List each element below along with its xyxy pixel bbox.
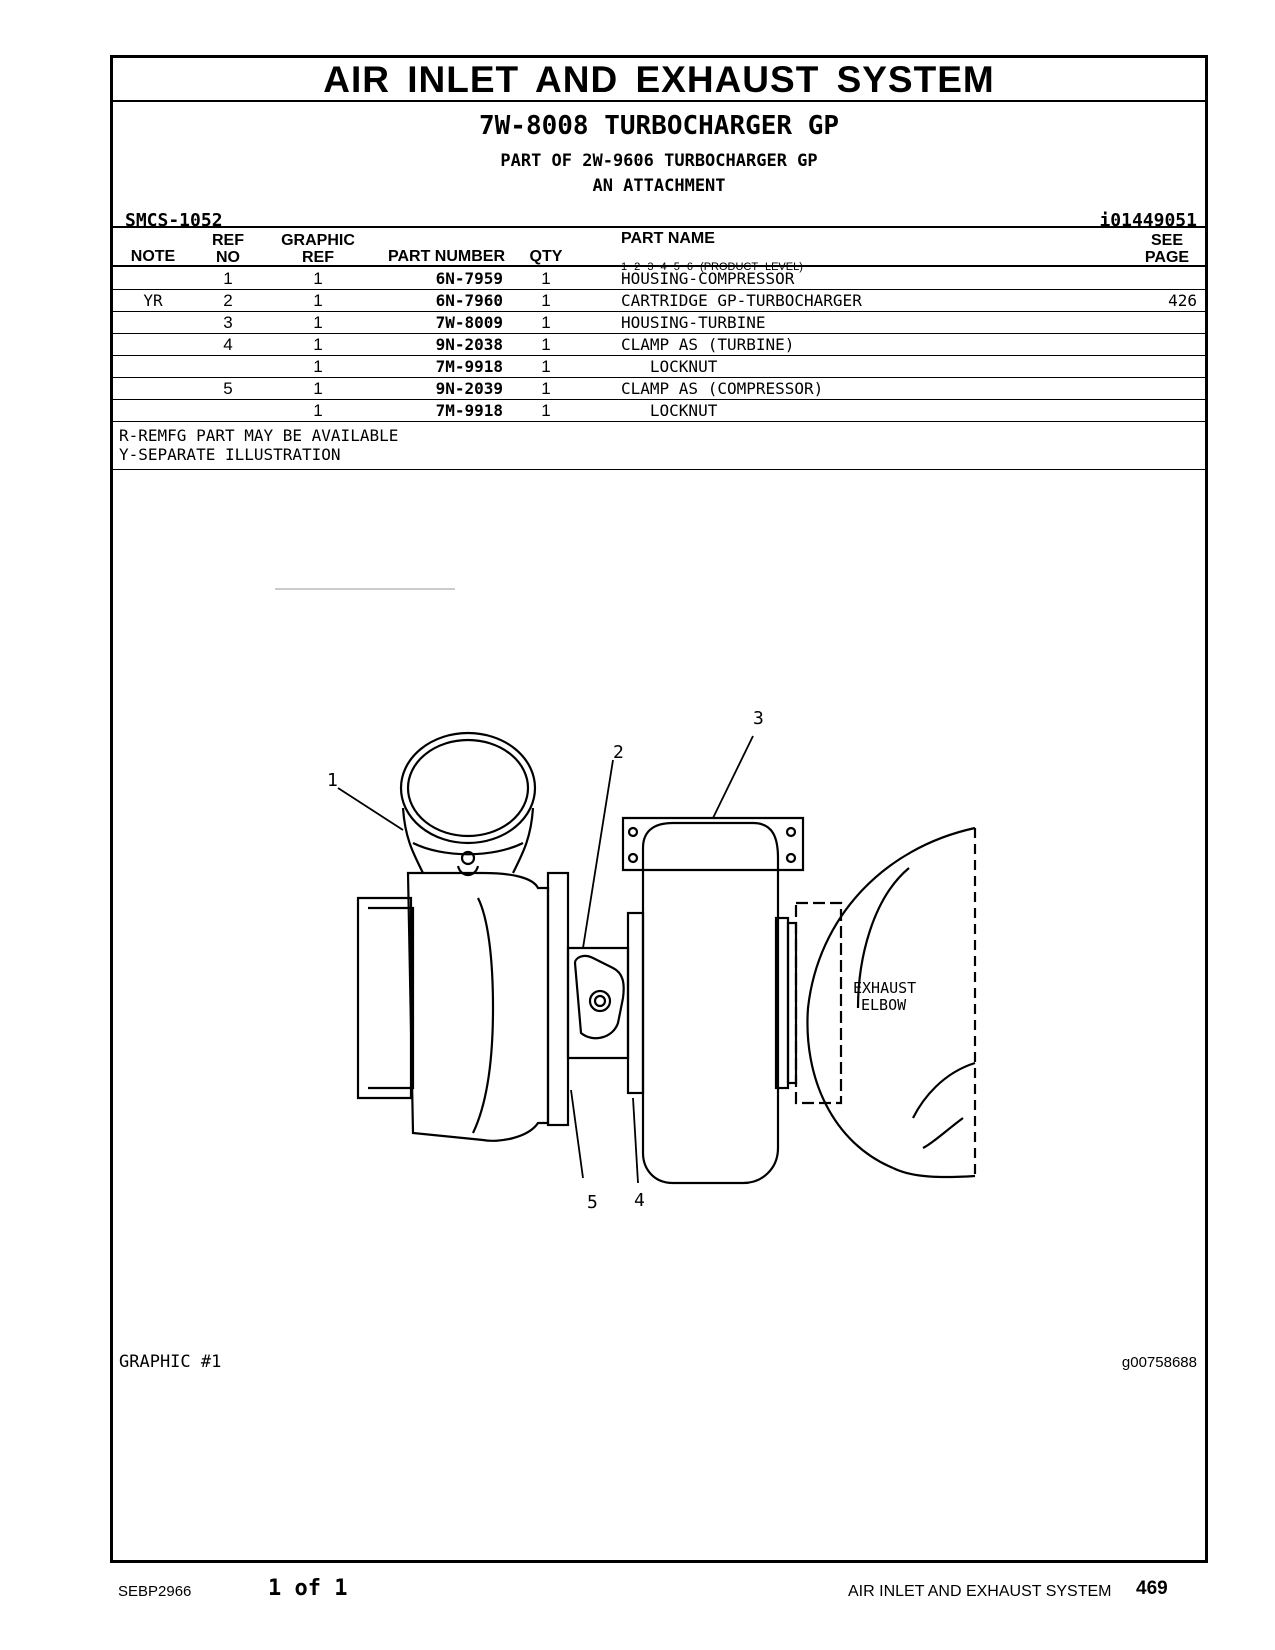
row-part-name: CARTRIDGE GP-TURBOCHARGER (621, 291, 862, 310)
col-qty: QTY (529, 248, 563, 265)
row-part-number: 6N-7959 (435, 269, 503, 288)
row-part-name: LOCKNUT (621, 401, 718, 420)
row-part-number: 6N-7960 (435, 291, 503, 310)
row-graphic-ref: 1 (313, 379, 323, 398)
footer-page-number: 469 (1136, 1578, 1168, 1599)
product-level: 1 2 3 4 5 6 (PRODUCT LEVEL) (621, 261, 803, 273)
row-qty: 1 (541, 313, 551, 332)
table-row: 4 1 9N-2038 1 CLAMP AS (TURBINE) (113, 333, 1205, 356)
compressor-housing (356, 871, 570, 1142)
row-graphic-ref: 1 (313, 357, 323, 376)
center-cartridge (566, 946, 630, 1060)
note-separate: Y-SEPARATE ILLUSTRATION (119, 445, 341, 464)
row-graphic-ref: 1 (313, 291, 323, 310)
row-qty: 1 (541, 291, 551, 310)
row-qty: 1 (541, 379, 551, 398)
row-part-number: 7M-9918 (435, 401, 503, 420)
row-graphic-ref: 1 (313, 313, 323, 332)
row-part-name: CLAMP AS (TURBINE) (621, 335, 795, 354)
row-part-number: 7M-9918 (435, 357, 503, 376)
row-graphic-ref: 1 (313, 335, 323, 354)
row-ref-no: 4 (223, 335, 233, 354)
section-title: AIR INLET AND EXHAUST SYSTEM (113, 58, 1205, 102)
row-see-page: 426 (1168, 291, 1197, 310)
callout-1: 1 (327, 770, 338, 791)
graphic-label: GRAPHIC #1 (119, 1352, 222, 1372)
footer-page-of: 1 of 1 (268, 1576, 348, 1601)
table-notes: R-REMFG PART MAY BE AVAILABLE Y-SEPARATE… (119, 426, 398, 464)
row-qty: 1 (541, 401, 551, 420)
turbine-outlet (774, 901, 843, 1105)
turbine-housing (621, 816, 805, 1185)
row-ref-no: 2 (223, 291, 233, 310)
graphic-id: g00758688 (1121, 1354, 1197, 1371)
row-note: YR (143, 291, 163, 310)
notes-rule (113, 469, 1205, 470)
table-row: 1 1 6N-7959 1 HOUSING-COMPRESSOR (113, 267, 1205, 290)
table-row: 5 1 9N-2039 1 CLAMP AS (COMPRESSOR) (113, 377, 1205, 400)
col-note: NOTE (130, 248, 176, 265)
row-ref-no: 5 (223, 379, 233, 398)
callout-leaders (337, 735, 754, 1184)
row-graphic-ref: 1 (313, 401, 323, 420)
note-remfg: R-REMFG PART MAY BE AVAILABLE (119, 426, 399, 445)
exhaust-elbow (806, 826, 977, 1179)
row-part-number: 9N-2039 (435, 379, 503, 398)
table-row: 1 7M-9918 1 LOCKNUT (113, 399, 1205, 422)
row-part-number: 9N-2038 (435, 335, 503, 354)
row-part-name: HOUSING-TURBINE (621, 313, 766, 332)
row-part-name: LOCKNUT (621, 357, 718, 376)
group-title: 7W-8008 TURBOCHARGER GP (478, 111, 840, 141)
callout-5: 5 (587, 1192, 598, 1213)
row-part-name: HOUSING-COMPRESSOR (621, 269, 795, 288)
row-ref-no: 1 (223, 269, 233, 288)
exhaust-label: EXHAUST (853, 979, 916, 997)
row-part-number: 7W-8009 (435, 313, 503, 332)
table-row: 1 7M-9918 1 LOCKNUT (113, 355, 1205, 378)
callout-4: 4 (634, 1190, 645, 1211)
row-qty: 1 (541, 269, 551, 288)
elbow-label: ELBOW (861, 996, 907, 1014)
compressor-inlet (399, 731, 537, 877)
row-qty: 1 (541, 335, 551, 354)
col-part-name: PART NAME (621, 230, 715, 247)
table-row: YR 2 1 6N-7960 1 CARTRIDGE GP-TURBOCHARGER 426 (113, 289, 1205, 312)
table-header-rule (113, 265, 1205, 267)
part-of-line: PART OF 2W-9606 TURBOCHARGER GP (500, 151, 818, 171)
table-row: 3 1 7W-8009 1 HOUSING-TURBINE (113, 311, 1205, 334)
row-ref-no: 3 (223, 313, 233, 332)
row-qty: 1 (541, 357, 551, 376)
callout-2: 2 (613, 742, 624, 763)
table-top-rule (113, 226, 1205, 228)
col-part-number: PART NUMBER (387, 248, 505, 265)
attachment-line: AN ATTACHMENT (592, 176, 726, 196)
footer-doc-number: SEBP2966 (118, 1583, 192, 1600)
smcs-code: SMCS-1052 (125, 210, 223, 231)
doc-id: i01449051 (1099, 210, 1197, 231)
turbocharger-illustration: EXHAUST ELBOW (275, 588, 977, 1213)
row-part-name: CLAMP AS (COMPRESSOR) (621, 379, 824, 398)
footer-section: AIR INLET AND EXHAUST SYSTEM (848, 1583, 1112, 1600)
page-frame: AIR INLET AND EXHAUST SYSTEM 7W-8008 TUR… (110, 55, 1208, 1563)
callout-3: 3 (753, 708, 764, 729)
row-graphic-ref: 1 (313, 269, 323, 288)
